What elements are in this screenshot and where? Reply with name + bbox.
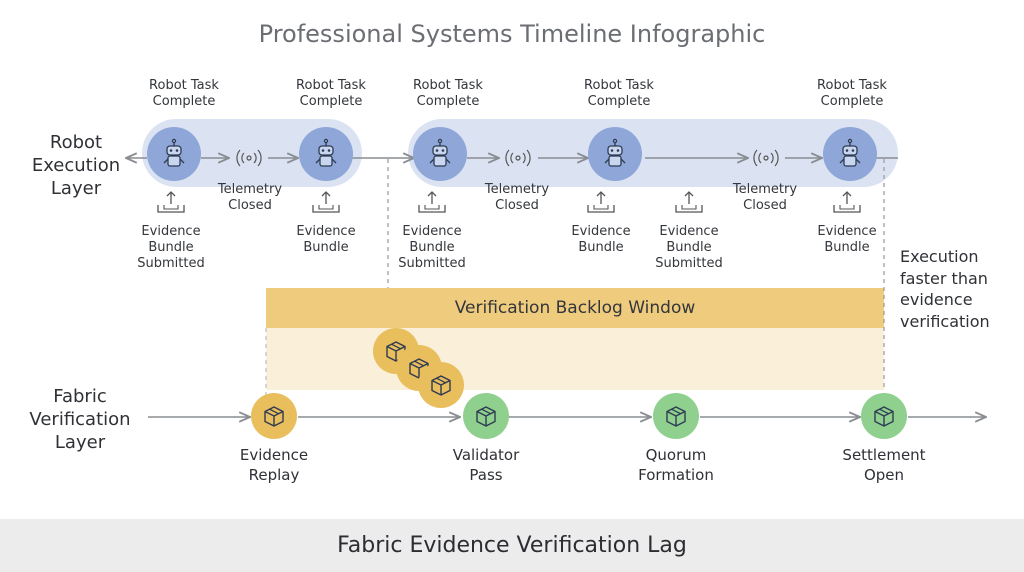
evidence-label: Evidence Bundle Submitted	[655, 224, 723, 271]
fabric-node-validator-pass	[463, 393, 509, 439]
evidence-label: Evidence Bundle	[296, 224, 356, 255]
robot-band-2	[408, 119, 898, 187]
robot-node-5	[823, 127, 877, 181]
backlog-window-label: Verification Backlog Window	[454, 298, 696, 318]
evidence-label: Evidence Bundle	[571, 224, 631, 255]
robot-task-label: Robot Task Complete	[413, 78, 483, 109]
robot-node-4	[588, 127, 642, 181]
upload-tray-icon	[675, 191, 703, 213]
fabric-node-quorum-formation	[653, 393, 699, 439]
fabric-node-label: Validator Pass	[452, 446, 520, 484]
upload-tray-icon	[157, 191, 185, 213]
side-note: Execution faster than evidence verificat…	[900, 247, 990, 331]
fabric-node-label: Evidence Replay	[239, 446, 309, 484]
robot-task-label: Robot Task Complete	[817, 78, 887, 109]
telemetry-label: Telemetry Closed	[732, 182, 798, 213]
telemetry-label: Telemetry Closed	[484, 182, 550, 213]
robot-task-label: Robot Task Complete	[149, 78, 219, 109]
robot-node-3	[413, 127, 467, 181]
robot-layer-label: Robot Execution Layer	[31, 132, 121, 199]
evidence-label: Evidence Bundle Submitted	[137, 224, 205, 271]
fabric-node-label: Settlement Open	[842, 446, 926, 484]
robot-node-1	[147, 127, 201, 181]
evidence-label: Evidence Bundle Submitted	[398, 224, 466, 271]
backlog-stack	[373, 328, 464, 408]
backlog-window-header	[266, 288, 884, 328]
fabric-node-label: Quorum Formation	[638, 446, 714, 484]
footer-bar	[0, 519, 1024, 572]
fabric-node-evidence-replay	[251, 393, 297, 439]
upload-tray-icon	[587, 191, 615, 213]
telemetry-label: Telemetry Closed	[217, 182, 283, 213]
fabric-layer-label: Fabric Verification Layer	[29, 386, 131, 453]
backlog-window-body	[266, 328, 884, 390]
evidence-label: Evidence Bundle	[817, 224, 877, 255]
robot-node-2	[299, 127, 353, 181]
upload-tray-icon	[833, 191, 861, 213]
robot-task-label: Robot Task Complete	[296, 78, 366, 109]
robot-task-label: Robot Task Complete	[584, 78, 654, 109]
footer-title: Fabric Evidence Verification Lag	[337, 533, 687, 558]
upload-tray-icon	[312, 191, 340, 213]
upload-tray-icon	[418, 191, 446, 213]
page-title: Professional Systems Timeline Infographi…	[258, 20, 766, 48]
fabric-node-settlement-open	[861, 393, 907, 439]
